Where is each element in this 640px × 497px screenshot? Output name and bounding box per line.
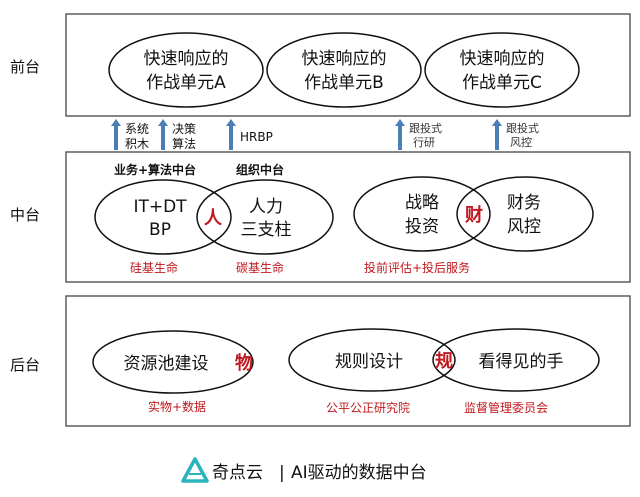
back-rules-label: 规则设计 — [335, 352, 403, 372]
back-caption-supervision-committee: 监督管理委员会 — [464, 400, 548, 415]
footer-separator: | — [279, 463, 285, 483]
front-unit-c-ellipse — [424, 32, 580, 108]
back-caption-fairness-institute: 公平公正研究院 — [326, 400, 410, 415]
arrow-label-2-line1: 决策 — [172, 122, 196, 136]
back-panel — [65, 295, 631, 427]
middle-zhanlue-ellipse — [353, 176, 491, 252]
arrow-label-5-line1: 跟投式 — [506, 121, 539, 135]
arrow-label-5-line2: 风控 — [510, 135, 532, 149]
front-unit-a-line1: 快速响应的 — [144, 49, 229, 69]
arrow-label-4-line1: 跟投式 — [409, 121, 442, 135]
middle-itdt-line2: BP — [149, 220, 171, 240]
middle-caption-carbon: 碳基生命 — [236, 260, 284, 275]
front-unit-b-ellipse — [266, 32, 422, 108]
middle-renli-line2: 三支柱 — [241, 220, 292, 240]
middle-renli-ellipse — [196, 179, 334, 255]
layer-label-front: 前台 — [10, 58, 40, 76]
back-rules-ellipse — [288, 328, 456, 392]
arrow-label-4-line2: 行研 — [413, 136, 435, 149]
arrow-label-3: HRBP — [240, 130, 273, 144]
front-unit-c-line2: 作战单元C — [462, 73, 542, 93]
back-pool-label: 资源池建设 — [124, 354, 209, 374]
middle-caiwu-line1: 财务 — [507, 193, 541, 213]
front-unit-b-line2: 作战单元B — [304, 73, 384, 93]
front-unit-a-ellipse — [108, 32, 264, 108]
arrow-label-1-line1: 系统 — [125, 122, 149, 136]
middle-caiwu-line2: 风控 — [507, 217, 541, 237]
layer-label-back: 后台 — [10, 356, 40, 374]
back-pool-ellipse — [92, 330, 254, 394]
back-hand-label: 看得见的手 — [479, 352, 564, 372]
arrow-up-icon-3 — [226, 119, 236, 150]
arrow-up-icon-1 — [111, 119, 121, 150]
brand-name: 奇点云 — [212, 463, 263, 483]
middle-header-business-algorithm: 业务+算法中台 — [114, 162, 196, 177]
middle-header-organization: 组织中台 — [236, 162, 284, 177]
back-caption-physical-data: 实物+数据 — [148, 399, 206, 414]
arrow-label-2-line2: 算法 — [172, 136, 196, 151]
middle-itdt-line1: IT+DT — [133, 197, 187, 217]
middle-itdt-ellipse — [94, 179, 232, 255]
arrow-up-icon-4 — [395, 119, 405, 150]
middle-caption-investment: 投前评估+投后服务 — [364, 260, 470, 275]
middle-zhanlue-line2: 投资 — [405, 217, 439, 237]
back-wu-label: 物 — [235, 352, 253, 374]
front-unit-b-line1: 快速响应的 — [302, 49, 387, 69]
front-unit-c-line1: 快速响应的 — [460, 49, 545, 69]
middle-renli-line1: 人力 — [249, 197, 283, 217]
arrow-label-1-line2: 积木 — [125, 137, 149, 151]
middle-ren-label: 人 — [204, 208, 223, 229]
back-hand-ellipse — [432, 328, 600, 392]
arrow-up-icon-5 — [492, 119, 502, 150]
middle-caiwu-ellipse — [456, 176, 594, 252]
arrow-up-icon-2 — [158, 119, 168, 150]
middle-panel — [65, 151, 631, 283]
middle-caption-silicon: 硅基生命 — [130, 260, 178, 275]
middle-zhanlue-line1: 战略 — [405, 193, 439, 213]
middle-cai-label: 财 — [465, 204, 483, 226]
back-gui-label: 规 — [435, 351, 453, 372]
layer-label-middle: 中台 — [10, 206, 40, 224]
footer-tagline: AI驱动的数据中台 — [291, 463, 427, 483]
front-unit-a-line2: 作战单元A — [146, 73, 226, 93]
brand-logo-icon — [181, 457, 209, 483]
front-panel — [65, 13, 631, 117]
